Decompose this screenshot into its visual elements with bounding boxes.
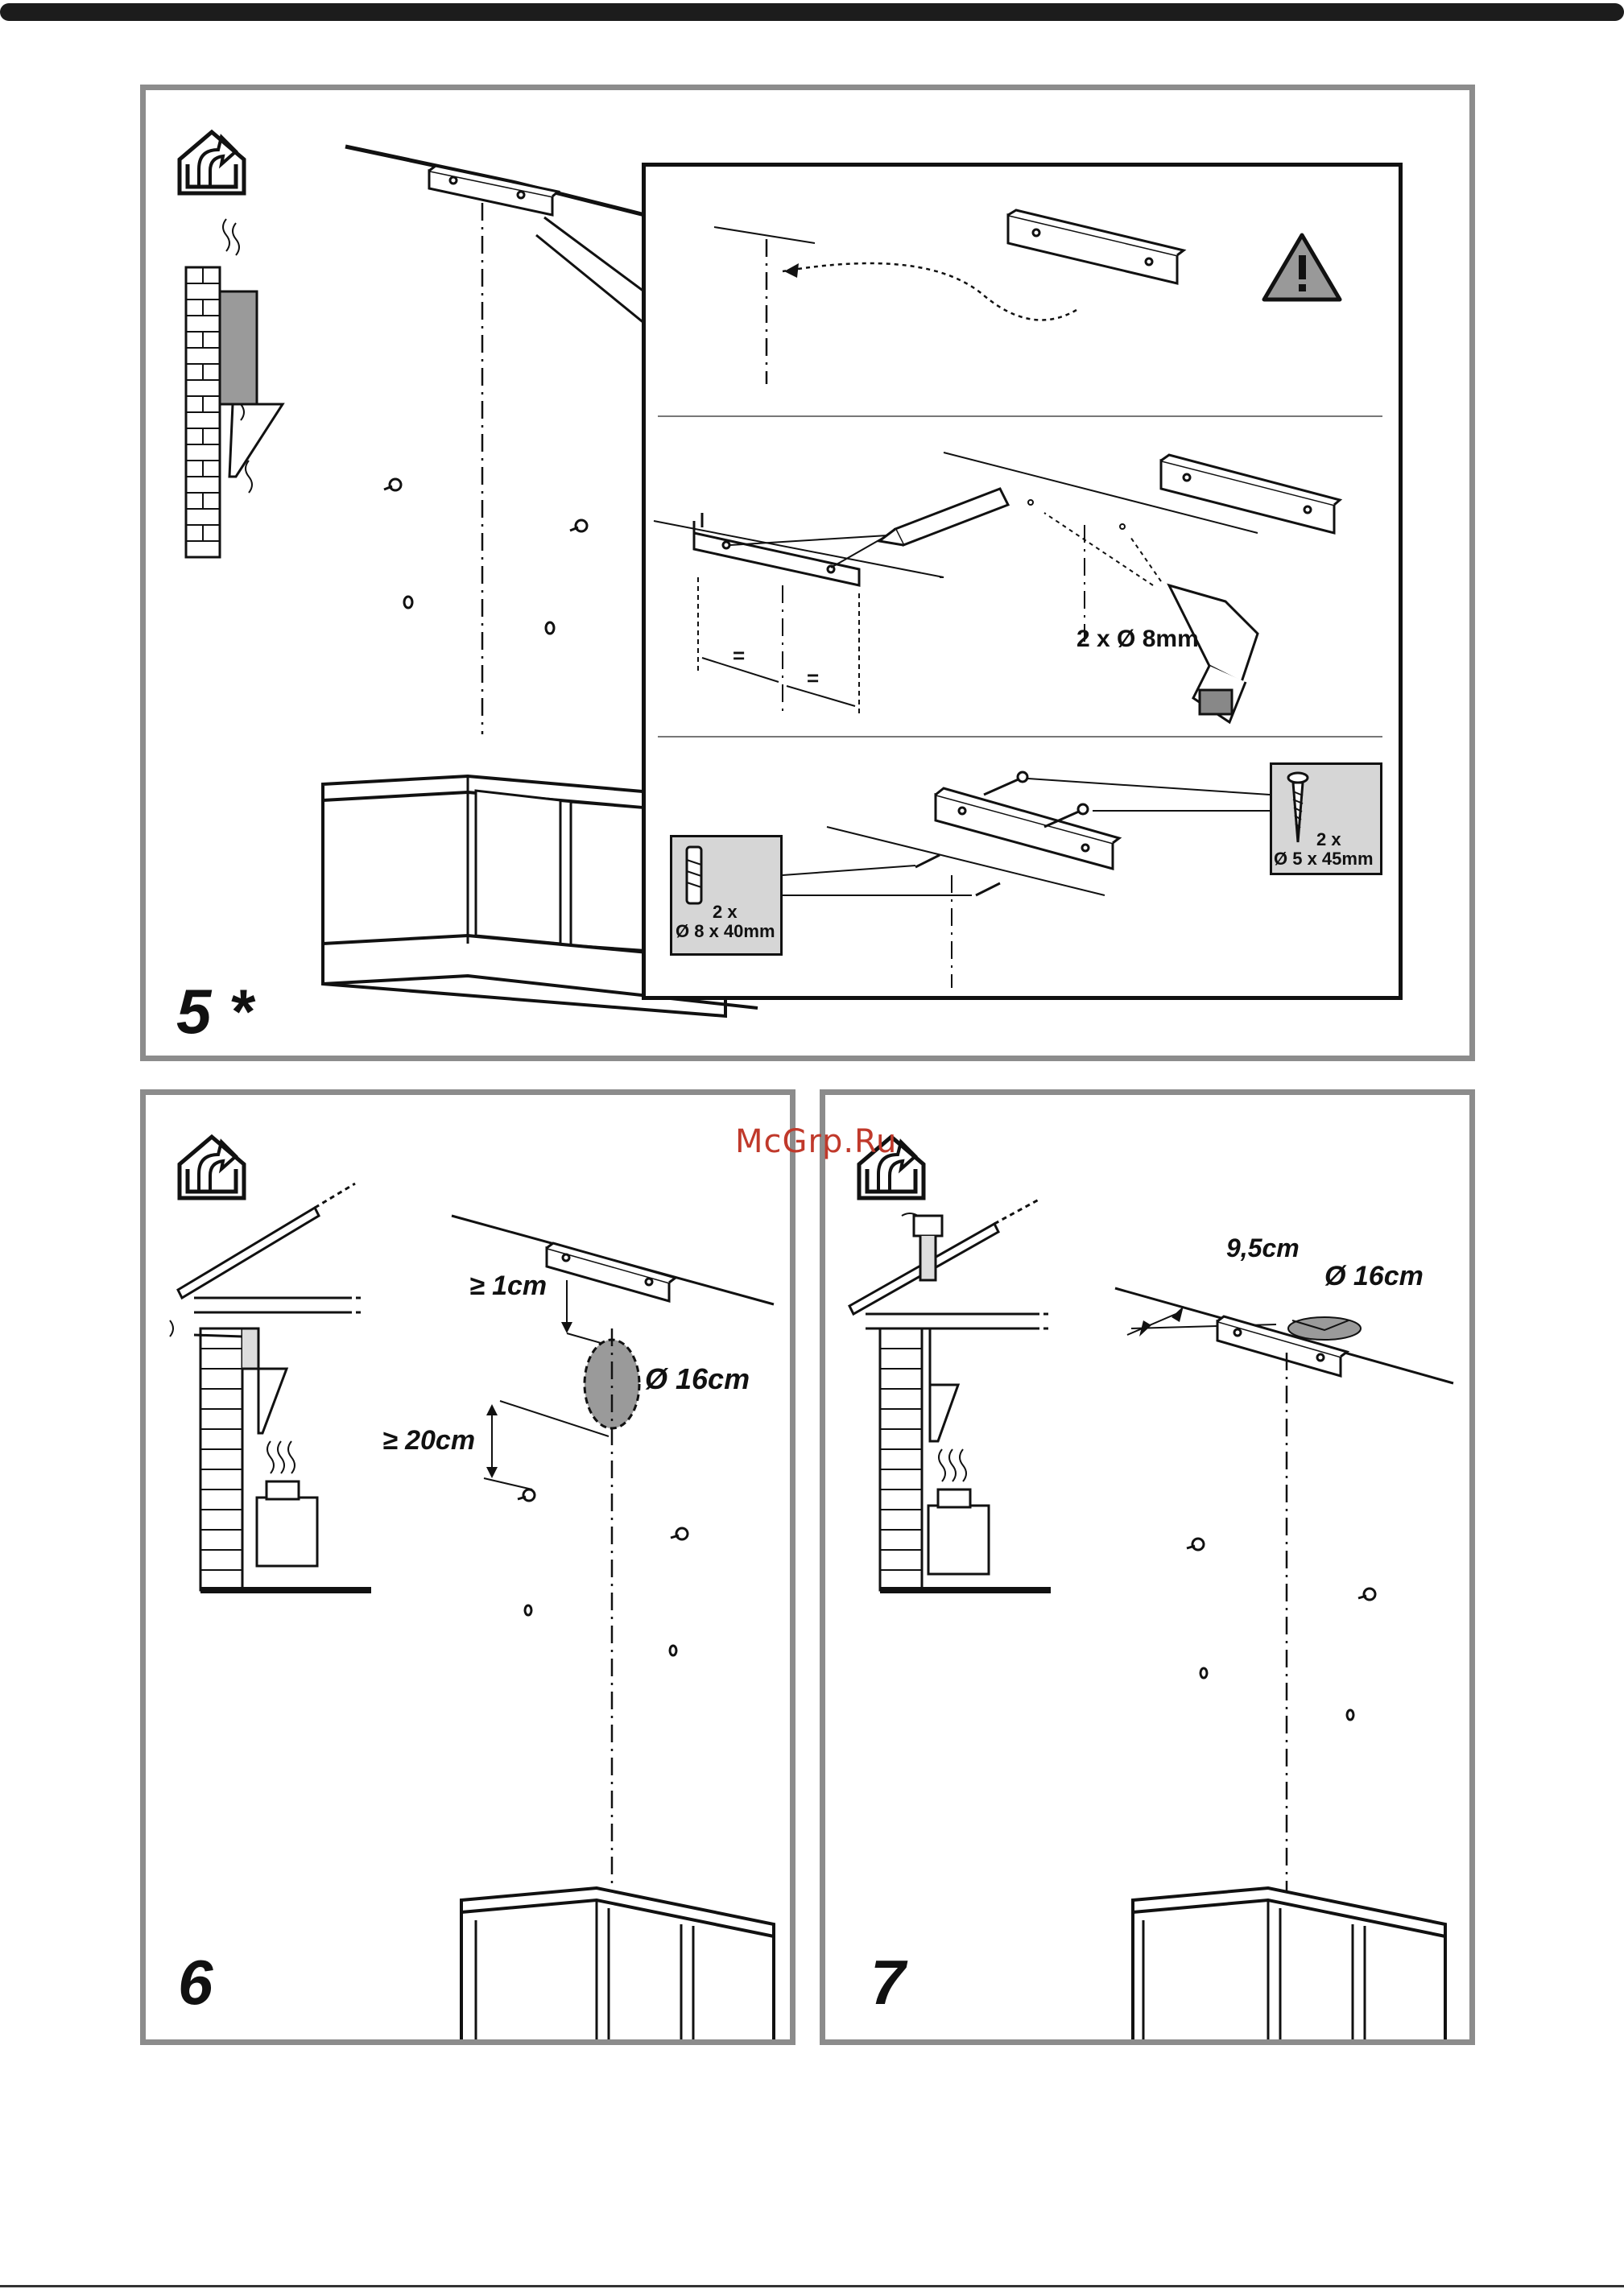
equal-mark-2: =: [807, 666, 819, 691]
detail-bracket-1: [1008, 210, 1184, 283]
screw-callout: 2 x Ø 5 x 45mm: [1270, 762, 1382, 875]
bottom-border-line: [0, 2285, 1624, 2287]
step-5-number: 5 *: [176, 980, 253, 1043]
wall-plug-icon: [679, 844, 711, 908]
duct-diameter-label: Ø 16cm: [645, 1362, 750, 1396]
ducted-mode-icon: [180, 132, 244, 193]
step-6-panel: ≥ 1cm Ø 16cm ≥ 20cm 6: [140, 1089, 795, 2045]
step-6-illustration: [146, 1095, 790, 2039]
plug-size: Ø 8 x 40mm: [676, 921, 775, 942]
step-5-panel: 2 x Ø 8mm = = 2 x Ø 5 x 45mm 2 x Ø 8 x 4…: [140, 85, 1475, 1061]
duct-diameter-label: Ø 16cm: [1324, 1261, 1424, 1292]
detail-bracket-4: [936, 788, 1119, 869]
ducted-mode-icon: [180, 1137, 244, 1198]
placement-arrow: [783, 263, 1076, 320]
brick-wall: [186, 267, 220, 557]
pencil-icon: [879, 489, 1008, 545]
step-7-number: 7: [870, 1951, 905, 2014]
detail-bracket-2: [694, 513, 859, 585]
wall-cabinets: [1133, 1888, 1445, 2039]
duct-outlet: [1288, 1317, 1361, 1340]
min-ceiling-gap-label: ≥ 1cm: [469, 1271, 547, 1302]
screw-qty: 2 x: [1316, 829, 1341, 850]
step-7-illustration: [825, 1095, 1469, 2039]
wall-screws: [1187, 1539, 1375, 1720]
offset-label: 9,5cm: [1226, 1233, 1300, 1263]
watermark-text: McGrp.Ru: [735, 1123, 897, 1160]
chimney-duct: [220, 291, 257, 404]
wall-bracket: [429, 166, 558, 215]
wall-screws: [518, 1490, 688, 1655]
house-scene: [849, 1200, 1051, 1590]
wall-cabinets: [461, 1888, 774, 2039]
warning-icon: [1264, 235, 1340, 300]
detail-box: 2 x Ø 8mm = = 2 x Ø 5 x 45mm 2 x Ø 8 x 4…: [642, 163, 1403, 1000]
mini-hood: [229, 404, 283, 477]
house-scene: [178, 1184, 371, 1590]
drill-icon: [1169, 585, 1258, 722]
top-header-bar: [0, 3, 1624, 21]
wall-screws: [384, 479, 587, 634]
plug-callout: 2 x Ø 8 x 40mm: [670, 835, 783, 956]
min-gap-below-label: ≥ 20cm: [382, 1425, 475, 1456]
detail-bracket-3: [1161, 455, 1340, 533]
step-7-panel: 9,5cm Ø 16cm 7: [820, 1089, 1475, 2045]
screw-size: Ø 5 x 45mm: [1274, 849, 1374, 870]
step-6-number: 6: [178, 1951, 213, 2014]
equal-mark-1: =: [733, 643, 745, 668]
plug-qty: 2 x: [713, 902, 738, 923]
screw-icon: [1282, 771, 1314, 844]
drill-size-label: 2 x Ø 8mm: [1076, 626, 1199, 653]
